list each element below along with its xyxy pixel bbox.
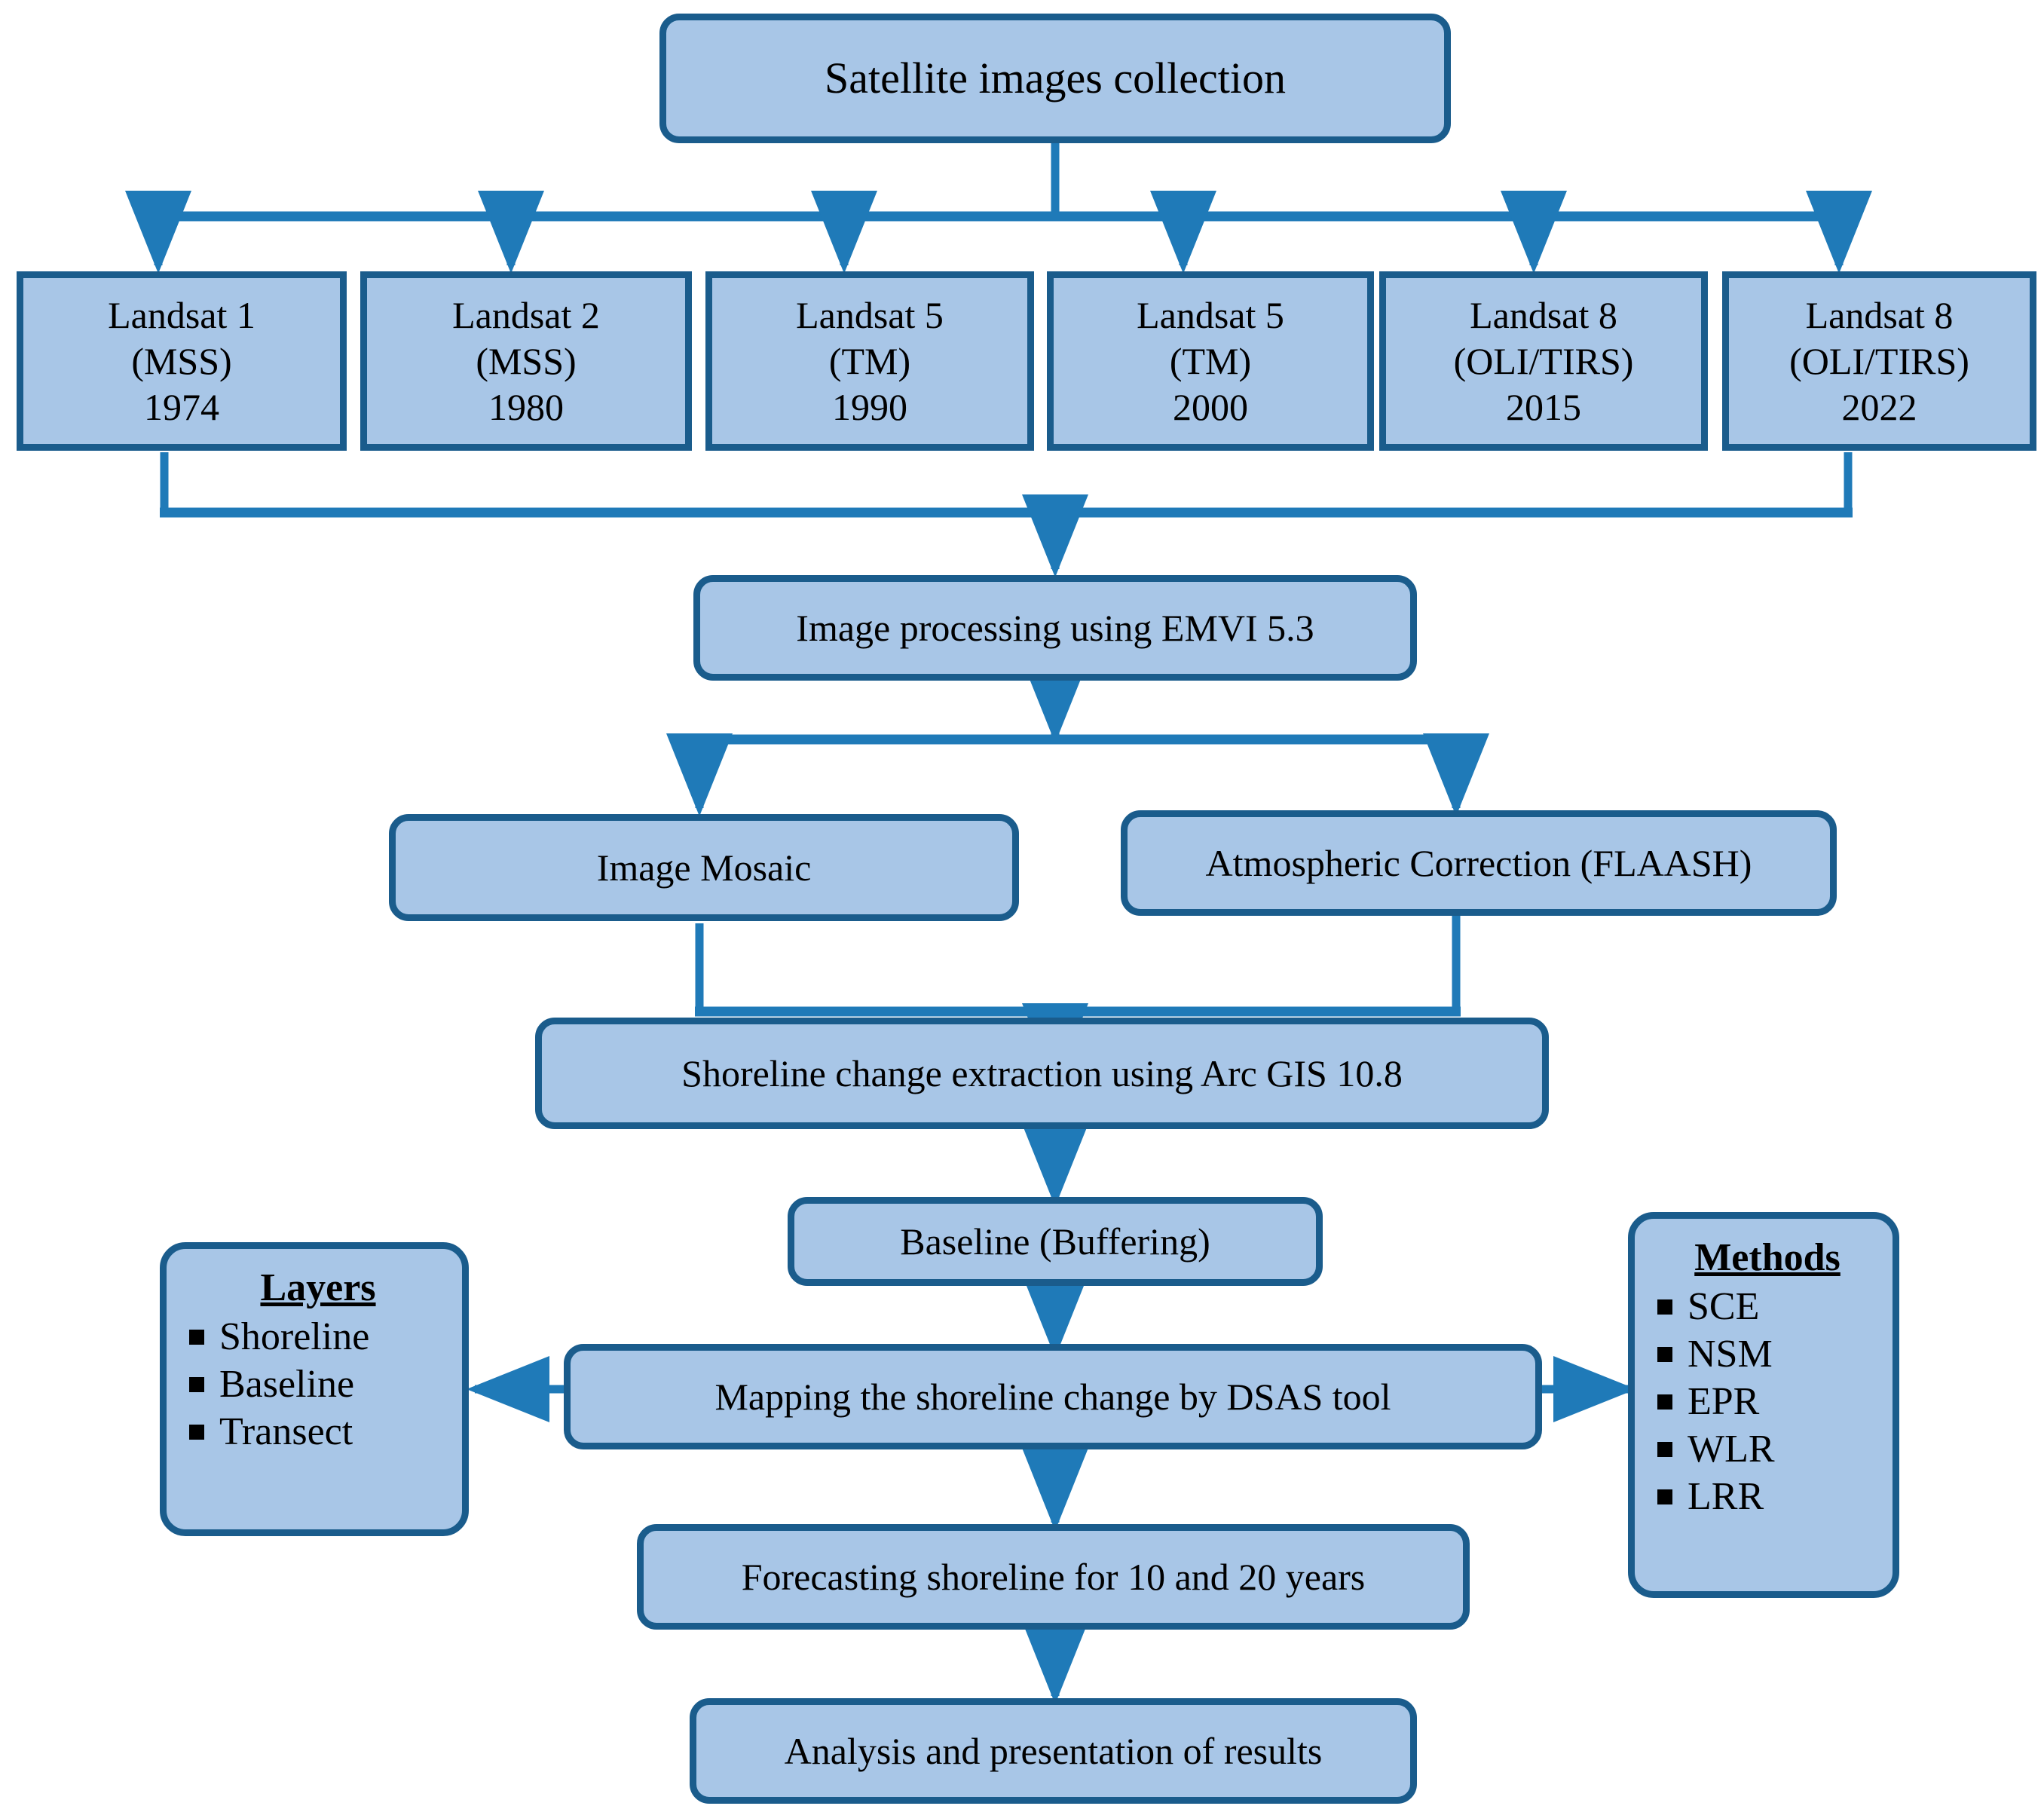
layers-list-item-label: Transect (219, 1410, 353, 1453)
node-label: Analysis and presentation of results (784, 1729, 1323, 1772)
node-label: Shoreline change extraction using Arc GI… (681, 1051, 1403, 1094)
methods-list-item-label: SCE (1688, 1285, 1760, 1328)
node-label: Image Mosaic (596, 846, 812, 889)
node-baseline-buffering[interactable]: Baseline (Buffering) (788, 1197, 1323, 1286)
node-shoreline-extraction[interactable]: Shoreline change extraction using Arc GI… (535, 1018, 1549, 1129)
node-label: Baseline (Buffering) (900, 1220, 1210, 1263)
node-label: Atmospheric Correction (FLAASH) (1205, 841, 1752, 884)
node-forecasting[interactable]: Forecasting shoreline for 10 and 20 year… (637, 1524, 1470, 1630)
methods-list-item: WLR (1657, 1427, 1877, 1471)
node-satellite-images-collection[interactable]: Satellite images collection (659, 14, 1451, 143)
node-image-mosaic[interactable]: Image Mosaic (389, 814, 1019, 921)
square-bullet-icon (1657, 1442, 1672, 1457)
layers-panel-title: Layers (260, 1266, 376, 1309)
node-atmospheric-correction[interactable]: Atmospheric Correction (FLAASH) (1121, 810, 1837, 916)
node-satellite-2[interactable]: Landsat 2 (MSS) 1980 (360, 271, 692, 451)
square-bullet-icon (1657, 1347, 1672, 1362)
methods-list-item-label: NSM (1688, 1333, 1773, 1376)
node-satellite-4[interactable]: Landsat 5 (TM) 2000 (1047, 271, 1374, 451)
square-bullet-icon (189, 1377, 204, 1392)
square-bullet-icon (1657, 1299, 1672, 1315)
node-satellite-3[interactable]: Landsat 5 (TM) 1990 (705, 271, 1034, 451)
layers-list-item: Transect (189, 1410, 447, 1454)
methods-list-item-label: EPR (1688, 1380, 1760, 1423)
methods-list-item: NSM (1657, 1332, 1877, 1376)
square-bullet-icon (1657, 1394, 1672, 1410)
square-bullet-icon (189, 1330, 204, 1345)
methods-list-item-label: WLR (1688, 1428, 1775, 1471)
square-bullet-icon (1657, 1489, 1672, 1504)
methods-list-item: EPR (1657, 1379, 1877, 1424)
node-analysis-results[interactable]: Analysis and presentation of results (690, 1698, 1417, 1804)
satellite-3-text: Landsat 5 (TM) 1990 (796, 293, 944, 428)
satellite-2-text: Landsat 2 (MSS) 1980 (452, 293, 600, 428)
methods-list-item-label: LRR (1688, 1475, 1764, 1518)
methods-panel-title: Methods (1694, 1236, 1841, 1279)
satellite-1-text: Landsat 1 (MSS) 1974 (108, 293, 256, 428)
node-label: Satellite images collection (824, 53, 1287, 103)
node-mapping-dsas[interactable]: Mapping the shoreline change by DSAS too… (564, 1344, 1542, 1449)
square-bullet-icon (189, 1425, 204, 1440)
layers-list-item: Shoreline (189, 1315, 447, 1359)
satellite-5-text: Landsat 8 (OLI/TIRS) 2015 (1453, 293, 1634, 428)
node-satellite-5[interactable]: Landsat 8 (OLI/TIRS) 2015 (1379, 271, 1708, 451)
layers-list-item: Baseline (189, 1362, 447, 1406)
node-label: Image processing using EMVI 5.3 (796, 606, 1314, 649)
node-satellite-6[interactable]: Landsat 8 (OLI/TIRS) 2022 (1722, 271, 2036, 451)
node-image-processing[interactable]: Image processing using EMVI 5.3 (693, 575, 1417, 681)
methods-list-item: SCE (1657, 1284, 1877, 1329)
satellite-6-text: Landsat 8 (OLI/TIRS) 2022 (1789, 293, 1969, 428)
layers-list-item-label: Baseline (219, 1363, 355, 1406)
node-label: Mapping the shoreline change by DSAS too… (714, 1375, 1391, 1418)
node-satellite-1[interactable]: Landsat 1 (MSS) 1974 (17, 271, 347, 451)
methods-list-item: LRR (1657, 1474, 1877, 1519)
satellite-4-text: Landsat 5 (TM) 2000 (1137, 293, 1284, 428)
node-label: Forecasting shoreline for 10 and 20 year… (741, 1555, 1366, 1598)
layers-list-item-label: Shoreline (219, 1315, 370, 1358)
